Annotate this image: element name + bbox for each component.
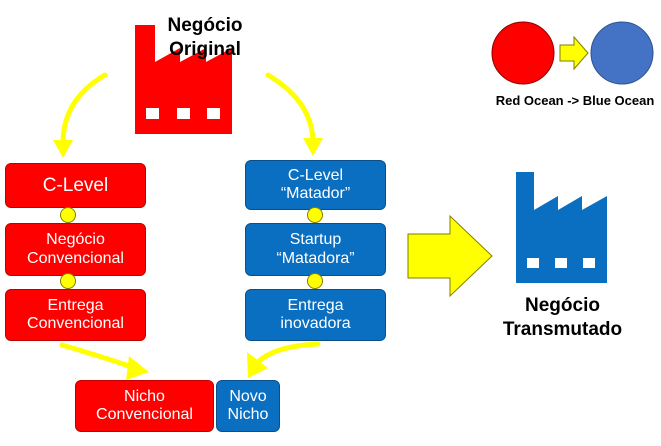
left-box-negocio-convencional: Negócio Convencional [5,223,146,276]
right-box-2-line2: “Matadora” [276,249,355,267]
factory-icon-blue [516,172,607,283]
left-box-c-level-label: C-Level [42,174,109,196]
niche-conventional-line1: Nicho [124,387,165,405]
red-ocean-circle [491,21,555,85]
original-business-title: Negócio Original [155,14,255,62]
connector-dot-left-1 [60,207,76,223]
connector-dot-right-2 [307,273,323,289]
right-box-1-line2: “Matador” [280,185,351,202]
right-box-2-line1: Startup [289,231,342,249]
ocean-legend-text: Red Ocean -> Blue Ocean [495,93,655,108]
ocean-arrow-icon [559,35,589,71]
transmuted-business-line2: Transmutado [502,319,623,340]
left-box-3-line1: Entrega [47,296,104,314]
right-box-3-line1: Entrega [287,296,344,314]
left-box-entrega-convencional: Entrega Convencional [5,289,146,341]
niche-new-line2: Nicho [227,406,269,423]
left-box-c-level: C-Level [5,163,146,208]
transmuted-business-line1: Negócio [525,295,600,316]
ocean-legend-caption: Red Ocean -> Blue Ocean [490,93,660,108]
curved-arrow-left-to-niche [59,342,149,380]
transmuted-business-title: Negócio Transmutado [495,294,630,342]
left-box-2-line2: Convencional [27,249,124,267]
niche-conventional: Nicho Convencional [75,380,214,432]
block-arrow-right-icon [407,214,493,298]
factory-icon-red [135,25,232,134]
right-box-3-line2: inovadora [280,315,351,332]
blue-ocean-circle [590,21,654,85]
connector-dot-right-1 [307,207,323,223]
right-box-startup-matadora: Startup “Matadora” [245,223,386,276]
niche-new: Novo Nicho [216,380,280,432]
curved-arrow-original-to-left [53,72,108,158]
niche-conventional-line2: Convencional [96,406,193,423]
connector-dot-left-2 [60,273,76,289]
original-business-line2: Original [169,39,241,60]
left-box-2-line1: Negócio [46,231,105,249]
right-box-entrega-inovadora: Entrega inovadora [245,289,386,341]
original-business-line1: Negócio [167,15,243,36]
left-box-3-line2: Convencional [27,315,124,332]
curved-arrow-original-to-right [265,72,323,156]
curved-arrow-right-to-niche [247,341,321,378]
niche-new-line1: Novo [229,387,267,405]
right-box-c-level-matador: C-Level “Matador” [245,160,386,210]
right-box-1-line1: C-Level [287,166,344,184]
